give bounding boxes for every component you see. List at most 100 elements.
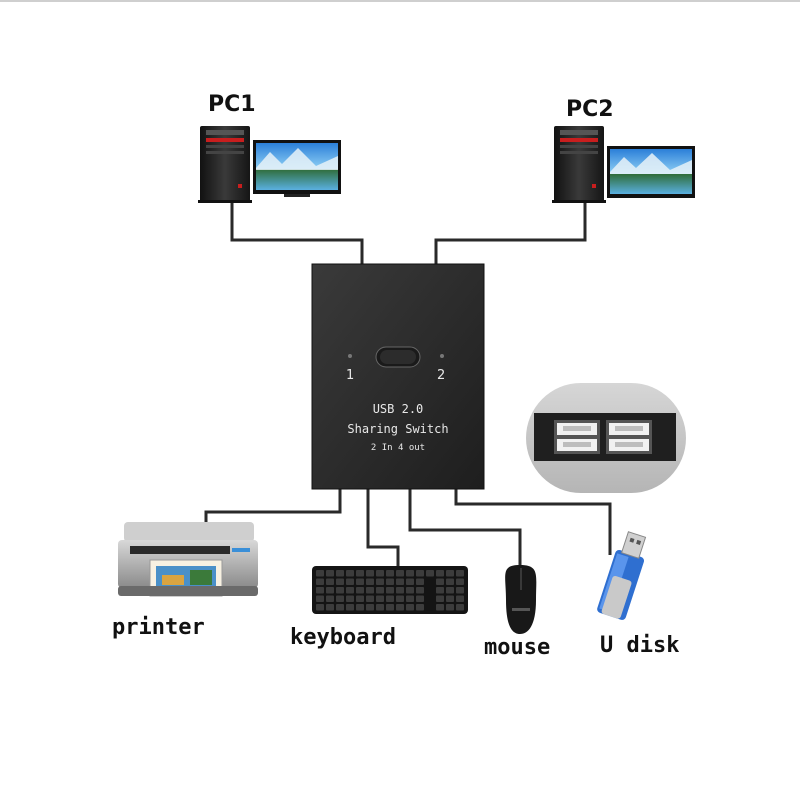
keyboard-key <box>376 570 384 577</box>
keyboard-key <box>396 570 404 577</box>
keyboard-key <box>456 604 464 611</box>
keyboard-key <box>326 578 334 585</box>
keyboard-key <box>326 587 334 594</box>
pc2-label: PC2 <box>566 97 614 122</box>
keyboard-key <box>396 595 404 602</box>
cable-pc1 <box>230 200 364 266</box>
keyboard-key <box>336 570 344 577</box>
pc-tower-icon <box>552 126 606 203</box>
keyboard-key <box>356 604 364 611</box>
keyboard-key <box>406 570 414 577</box>
pc-tower-icon <box>198 126 252 203</box>
keyboard-key <box>356 578 364 585</box>
keyboard-key <box>356 595 364 602</box>
keyboard-key <box>316 604 324 611</box>
keyboard-key <box>416 578 424 585</box>
keyboard-key <box>346 570 354 577</box>
keyboard-key <box>336 578 344 585</box>
keyboard-key <box>406 587 414 594</box>
switch-line2: Sharing Switch <box>347 422 448 436</box>
keyboard-key <box>456 587 464 594</box>
mouse-icon <box>505 565 537 634</box>
keyboard-key <box>436 578 444 585</box>
keyboard-key <box>386 570 394 577</box>
led-2 <box>440 354 444 358</box>
keyboard-key <box>436 587 444 594</box>
keyboard-key <box>406 604 414 611</box>
usb-sharing-switch: 1 2 USB 2.0 Sharing Switch 2 In 4 out <box>311 263 485 490</box>
keyboard-key <box>416 595 424 602</box>
keyboard-key <box>406 578 414 585</box>
keyboard-key <box>386 595 394 602</box>
udisk-label: U disk <box>600 633 679 658</box>
keyboard-key <box>396 604 404 611</box>
port-2-label: 2 <box>437 368 445 383</box>
switch-line1: USB 2.0 <box>373 402 424 416</box>
keyboard-key <box>316 570 324 577</box>
keyboard-key <box>416 587 424 594</box>
usb-ports-inset <box>526 383 686 493</box>
keyboard-key <box>416 570 424 577</box>
keyboard-key <box>326 595 334 602</box>
keyboard-key <box>456 570 464 577</box>
keyboard-key <box>446 570 454 577</box>
port-1-label: 1 <box>346 368 354 383</box>
keyboard-key <box>426 570 434 577</box>
keyboard-key <box>346 587 354 594</box>
keyboard-key <box>376 604 384 611</box>
keyboard-key <box>386 578 394 585</box>
switch-line3: 2 In 4 out <box>371 443 425 453</box>
keyboard-key <box>446 604 454 611</box>
keyboard-key <box>366 595 374 602</box>
keyboard-key <box>436 595 444 602</box>
keyboard-key <box>326 570 334 577</box>
keyboard-key <box>446 587 454 594</box>
keyboard-key <box>336 604 344 611</box>
keyboard-key <box>346 595 354 602</box>
cable-printer <box>204 488 342 525</box>
cable-pc2 <box>434 200 587 266</box>
pc1-group: PC1 <box>198 92 341 203</box>
keyboard-key <box>416 604 424 611</box>
keyboard-key <box>316 578 324 585</box>
keyboard-key <box>346 604 354 611</box>
keyboard-key <box>436 604 444 611</box>
keyboard-key <box>456 578 464 585</box>
keyboard-key <box>366 604 374 611</box>
monitor-icon <box>607 146 695 198</box>
cable-udisk <box>454 488 612 555</box>
keyboard-key <box>366 578 374 585</box>
keyboard-key <box>346 578 354 585</box>
keyboard-key <box>356 570 364 577</box>
usb-drive-icon <box>597 531 647 620</box>
keyboard-key <box>336 587 344 594</box>
keyboard-key <box>396 587 404 594</box>
keyboard-key <box>436 570 444 577</box>
monitor-icon <box>253 140 341 197</box>
keyboard-key <box>446 578 454 585</box>
cable-keyboard <box>366 488 400 568</box>
keyboard-key <box>366 587 374 594</box>
mouse-label: mouse <box>484 635 550 660</box>
keyboard-key <box>386 604 394 611</box>
printer-icon <box>118 522 258 597</box>
keyboard-key <box>376 578 384 585</box>
cable-mouse <box>408 488 522 565</box>
keyboard-key <box>446 595 454 602</box>
keyboard-key <box>386 587 394 594</box>
keyboard-key <box>396 578 404 585</box>
printer-label: printer <box>112 615 205 640</box>
keyboard-label: keyboard <box>290 625 396 650</box>
keyboard-key <box>316 587 324 594</box>
keyboard-icon <box>312 566 468 614</box>
keyboard-key <box>356 587 364 594</box>
cables <box>204 200 612 568</box>
keyboard-key <box>316 595 324 602</box>
keyboard-key <box>336 595 344 602</box>
led-1 <box>348 354 352 358</box>
keyboard-key <box>456 595 464 602</box>
keyboard-key <box>376 587 384 594</box>
keyboard-key <box>406 595 414 602</box>
